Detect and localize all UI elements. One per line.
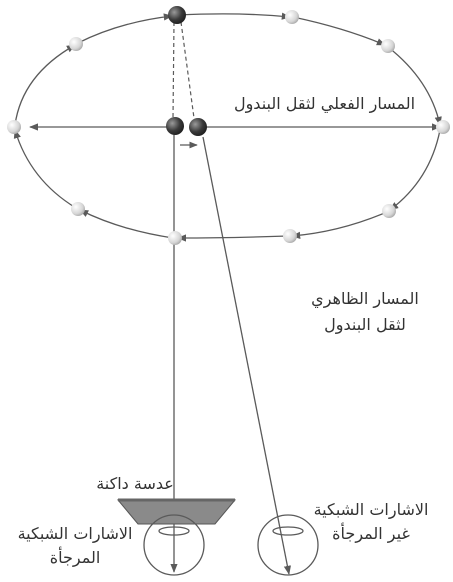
apparent-path-line2: لثقل البندول [290,312,440,338]
dashed-projection [173,22,194,118]
undelayed-line1: الاشارات الشبكية [296,498,446,522]
ball-lower-left [71,202,85,216]
ball-upper-right [381,39,395,53]
delayed-signals-label: الاشارات الشبكية المرجأة [0,522,150,570]
ball-lower-right [382,204,396,218]
apparent-path-line1: المسار الظاهري [290,286,440,312]
ball-bottom-right [283,229,297,243]
ball-top-right [285,10,299,24]
delayed-line1: الاشارات الشبكية [0,522,150,546]
ball-right [436,120,450,134]
ball-center-right-dark [189,118,207,136]
pendulum-bobs [166,6,207,136]
undelayed-signals-label: الاشارات الشبكية غير المرجأة [296,498,446,546]
delayed-line2: المرجأة [0,546,150,570]
ball-top-dark [168,6,186,24]
undelayed-line2: غير المرجأة [296,522,446,546]
dark-lens-label: عدسة داكنة [80,474,190,493]
ball-left [7,120,21,134]
ball-upper-left [69,37,83,51]
ball-bottom-center [168,231,182,245]
actual-path-label: المسار الفعلي لثقل البندول [222,94,427,113]
ball-center-left-dark [166,117,184,135]
apparent-path-label: المسار الظاهري لثقل البندول [290,286,440,338]
dark-lens [118,500,235,524]
